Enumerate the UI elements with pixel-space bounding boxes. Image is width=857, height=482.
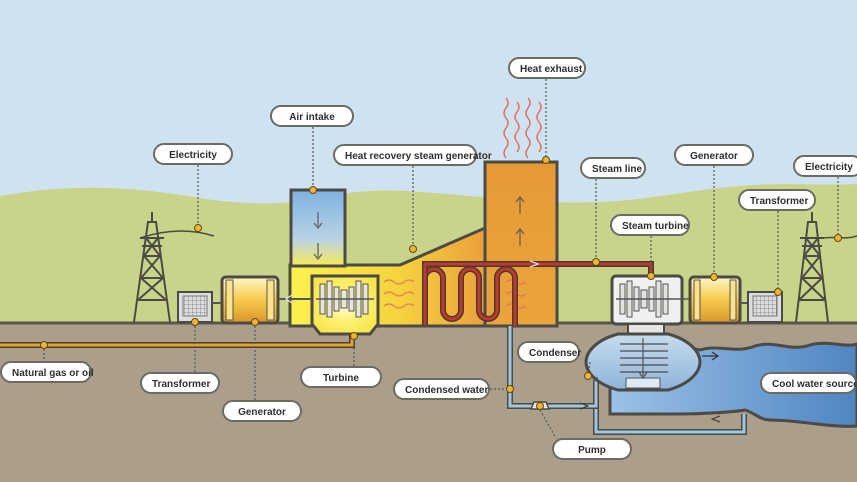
generator-right: [688, 275, 742, 325]
condenser: [584, 332, 720, 392]
power-line-left: [139, 230, 215, 239]
transformer-right: [747, 291, 783, 323]
label-steam-line: Steam line: [580, 157, 646, 179]
label-condenser: Condenser: [517, 341, 581, 363]
label-steam-turbine: Steam turbine: [610, 214, 690, 236]
label-turbine: Turbine: [300, 366, 382, 388]
transformer-left: [177, 291, 213, 323]
label-transformer-right: Transformer: [738, 189, 816, 211]
transmission-tower-right: [795, 212, 829, 323]
label-condensed-water: Condensed water: [393, 378, 490, 400]
transmission-tower-left: [133, 212, 171, 323]
label-pump: Pump: [552, 438, 632, 460]
label-air-intake: Air intake: [270, 105, 354, 127]
heat-exhaust-waves: [503, 97, 542, 159]
label-cool-water: Cool water source: [760, 372, 857, 394]
connector-dots: [40, 156, 842, 410]
label-heat-exhaust: Heat exhaust: [508, 57, 586, 79]
leader-lines: [43, 79, 839, 439]
label-natural-gas: Natural gas or oil: [0, 361, 94, 383]
label-transformer-left: Transformer: [140, 372, 220, 394]
label-generator-right: Generator: [674, 144, 754, 166]
label-electricity-left: Electricity: [153, 143, 233, 165]
generator-left: [220, 275, 280, 325]
label-electricity-right: Electricity: [793, 155, 857, 177]
steam-turbine: [610, 274, 690, 335]
label-hrsg: Heat recovery steam generator: [333, 144, 492, 166]
label-generator-left: Generator: [222, 400, 302, 422]
